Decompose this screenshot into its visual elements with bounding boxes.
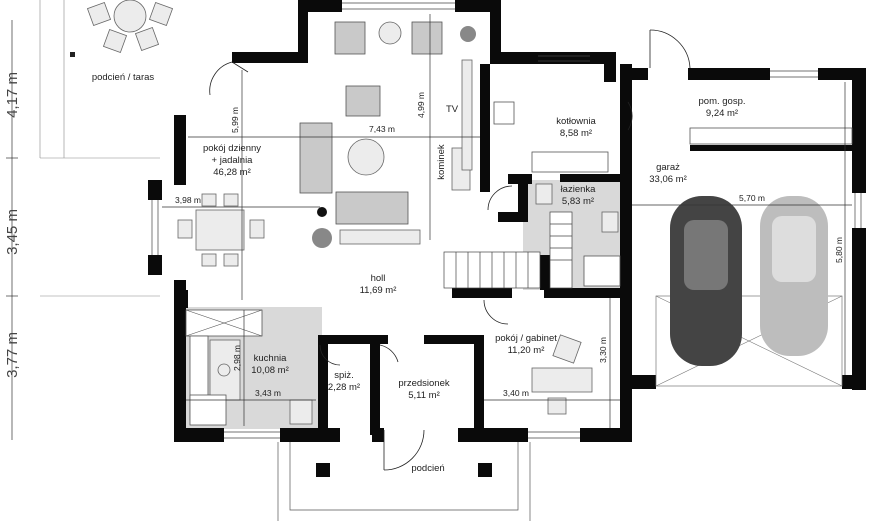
dimension-labels: 7,43 m 5,99 m 4,99 m 3,98 m 5,70 m 5,80 … — [175, 92, 844, 398]
room-gabinet: pokój / gabinet — [495, 333, 557, 344]
room-lazienka: łazienka — [561, 184, 597, 195]
dim-garage-width: 5,70 m — [739, 193, 765, 203]
living-furniture — [299, 21, 473, 245]
room-gabinet-area: 11,20 m² — [508, 345, 545, 356]
side-dim-1: 4,17 m — [4, 72, 21, 118]
room-holl: holl — [371, 273, 386, 284]
dim-living-depth: 4,99 m — [416, 92, 426, 118]
dim-living-width: 7,43 m — [369, 124, 395, 134]
room-living-name2: + jadalnia — [212, 155, 254, 166]
side-dimension-labels: 4,17 m 3,45 m 3,77 m — [4, 72, 21, 378]
room-garaz: garaż — [656, 162, 680, 173]
dim-living-height: 5,99 m — [230, 107, 240, 133]
dim-study-depth: 3,30 m — [598, 337, 608, 363]
side-dim-2: 3,45 m — [4, 209, 21, 255]
room-kotlownia-area: 8,58 m² — [560, 128, 592, 139]
room-pom-gosp: pom. gosp. — [699, 96, 746, 107]
study-furniture — [531, 334, 593, 415]
garage-cars — [655, 196, 843, 387]
room-garaz-area: 33,06 m² — [649, 174, 687, 185]
windows — [151, 2, 862, 439]
room-pom-gosp-area: 9,24 m² — [706, 108, 738, 119]
room-living-name1: pokój dzienny — [203, 143, 261, 154]
dimension-lines — [162, 14, 852, 428]
bathroom-fixtures — [535, 183, 621, 287]
room-kuchnia-area: 10,08 m² — [251, 365, 289, 376]
side-dimension-line — [6, 0, 160, 440]
walls — [148, 0, 866, 477]
room-labels: podcień / taras pokój dzienny + jadalnia… — [92, 72, 746, 474]
utility-shelf — [689, 127, 853, 145]
room-spiz: spiż. — [334, 370, 354, 381]
room-taras: podcień / taras — [92, 72, 155, 83]
boiler-room-fixtures — [493, 101, 609, 173]
room-kotlownia: kotłownia — [556, 116, 596, 127]
dining-furniture — [177, 193, 265, 267]
side-dim-3: 3,77 m — [4, 332, 21, 378]
dim-kitchen-depth: 2,98 m — [232, 345, 242, 371]
room-lazienka-area: 5,83 m² — [562, 196, 594, 207]
room-living-area: 46,28 m² — [213, 167, 251, 178]
dim-dining-width: 3,98 m — [175, 195, 201, 205]
room-przedsionek-area: 5,11 m² — [408, 390, 440, 401]
terrace-furniture — [63, 0, 174, 158]
fireplace-label: kominek — [436, 144, 447, 180]
dim-kitchen-width: 3,43 m — [255, 388, 281, 398]
staircase — [443, 211, 573, 289]
entrance-porch — [277, 442, 531, 521]
kitchen-furniture — [185, 309, 313, 426]
room-podcien: podcień — [411, 463, 444, 474]
tv-label: TV — [446, 104, 459, 115]
dim-garage-depth: 5,80 m — [834, 237, 844, 263]
dim-study-width: 3,40 m — [503, 388, 529, 398]
room-przedsionek: przedsionek — [398, 378, 449, 389]
room-spiz-area: 2,28 m² — [328, 382, 360, 393]
doors — [209, 29, 691, 471]
room-kuchnia: kuchnia — [254, 353, 287, 364]
plant-icon — [312, 26, 476, 248]
room-holl-area: 11,69 m² — [360, 285, 397, 296]
